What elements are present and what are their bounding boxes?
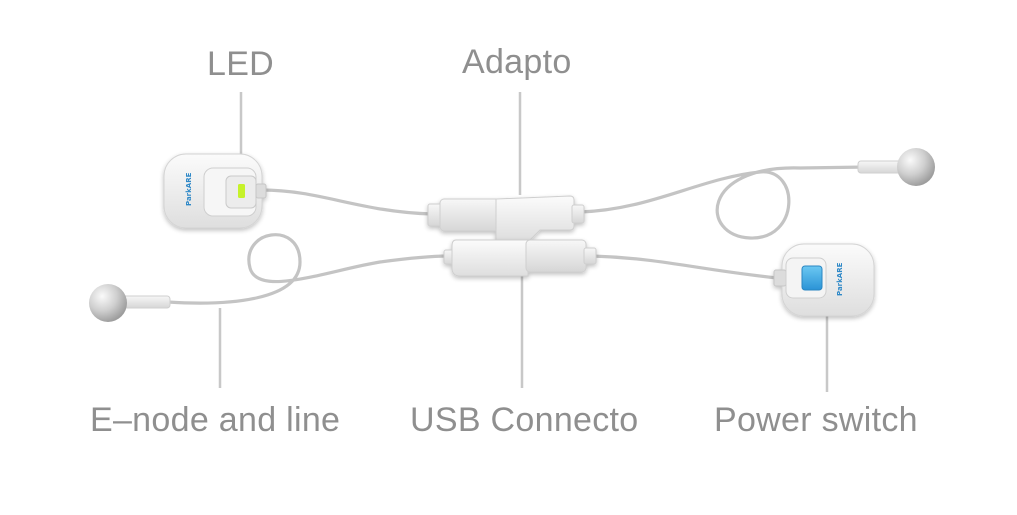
cable-usb-to-power (590, 254, 780, 280)
power-switch-button[interactable] (801, 265, 823, 291)
power-switch-unit: ParkARE (773, 243, 875, 317)
label-power-switch: Power switch (714, 401, 918, 439)
label-usb-connector: USB Connecto (410, 401, 639, 439)
left-electrode (89, 284, 171, 322)
adapter-block (427, 195, 585, 241)
cable-left-electrode-loop (166, 233, 450, 305)
right-electrode-ball (897, 148, 935, 186)
left-electrode-ball (89, 284, 127, 322)
label-led: LED (207, 45, 275, 83)
cable-adapter-to-right-loop (578, 165, 870, 240)
led-unit-brand: ParkARE (185, 172, 193, 206)
cables (166, 165, 870, 305)
usb-connector-block (443, 239, 597, 277)
led-indicator (238, 184, 245, 198)
led-unit: ParkARE (163, 153, 267, 229)
cable-led-to-adapter (260, 188, 434, 216)
right-electrode (857, 148, 935, 186)
power-unit-brand: ParkARE (836, 262, 844, 296)
label-electrode-and-line: E–node and line (90, 401, 341, 439)
label-adapter: Adapto (462, 43, 572, 81)
